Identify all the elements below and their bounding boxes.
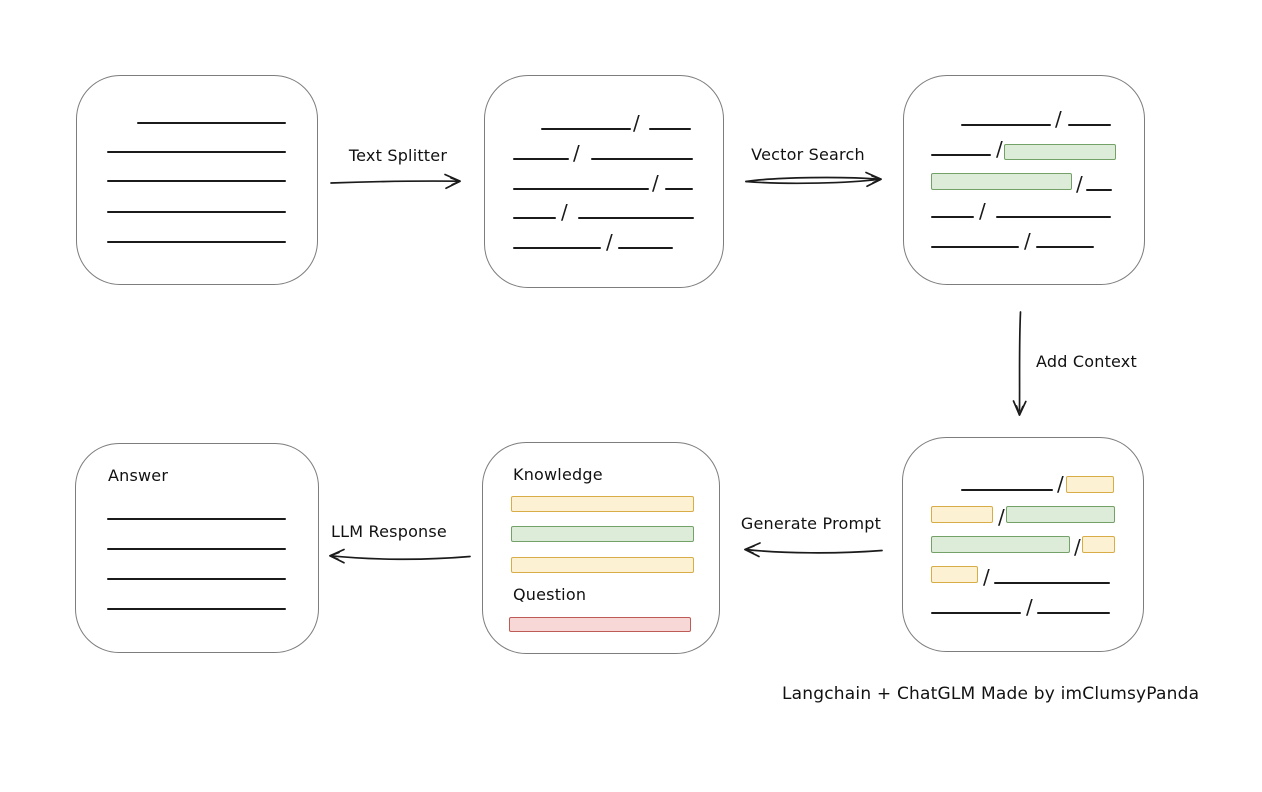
text-splitter-arrow — [328, 168, 468, 198]
add-context-label: Add Context — [1036, 352, 1137, 371]
llm-response-label: LLM Response — [331, 522, 447, 541]
slash-separator: / — [1076, 172, 1083, 196]
chunk-line — [1086, 189, 1112, 191]
chunk-line — [996, 216, 1111, 218]
text-line — [107, 241, 286, 243]
slash-separator: / — [633, 111, 640, 135]
chunk-line — [1037, 612, 1110, 614]
vector-search-arrow — [742, 166, 888, 196]
vector-matched-node: / / / / / — [903, 75, 1145, 285]
answer-node: Answer — [75, 443, 319, 653]
chunk-line — [1068, 124, 1111, 126]
chunk-line — [513, 217, 556, 219]
chunk-line — [513, 158, 569, 160]
vector-search-label: Vector Search — [751, 145, 865, 164]
llm-response-arrow — [323, 544, 473, 574]
document-node — [76, 75, 318, 285]
knowledge-bar-yellow — [511, 496, 694, 512]
text-line — [107, 578, 286, 580]
chunk-line — [649, 128, 691, 130]
slash-separator: / — [983, 565, 990, 589]
context-chunk-yellow — [1066, 476, 1114, 493]
chunk-line — [931, 246, 1019, 248]
slash-separator: / — [1026, 595, 1033, 619]
question-bar-red — [509, 617, 691, 632]
slash-separator: / — [573, 141, 580, 165]
text-line — [137, 122, 286, 124]
text-line — [107, 211, 286, 213]
text-line — [107, 180, 286, 182]
context-node: / / / / / — [902, 437, 1144, 652]
matched-chunk-green — [1004, 144, 1116, 160]
prompt-node: Knowledge Question — [482, 442, 720, 654]
slash-separator: / — [561, 200, 568, 224]
chunk-line — [513, 247, 601, 249]
chunk-line — [591, 158, 693, 160]
chunk-line — [931, 612, 1021, 614]
slash-separator: / — [979, 199, 986, 223]
slash-separator: / — [998, 505, 1005, 529]
text-line — [107, 151, 286, 153]
slash-separator: / — [1055, 107, 1062, 131]
knowledge-bar-green — [511, 526, 694, 542]
chunks-node: / / / / / — [484, 75, 724, 288]
question-title: Question — [513, 585, 587, 604]
slash-separator: / — [1074, 535, 1081, 559]
answer-title: Answer — [108, 466, 169, 485]
chunk-line — [665, 188, 693, 190]
knowledge-title: Knowledge — [513, 465, 603, 484]
slash-separator: / — [652, 171, 659, 195]
chunk-line — [961, 124, 1051, 126]
slash-separator: / — [1057, 472, 1064, 496]
generate-prompt-label: Generate Prompt — [740, 514, 882, 533]
context-chunk-yellow — [931, 566, 978, 583]
add-context-arrow — [1006, 310, 1034, 426]
knowledge-bar-yellow — [511, 557, 694, 573]
text-line — [107, 548, 286, 550]
chunk-line — [578, 217, 694, 219]
chunk-line — [1036, 246, 1094, 248]
context-chunk-yellow — [931, 506, 993, 523]
text-line — [107, 608, 286, 610]
diagram-caption: Langchain + ChatGLM Made by imClumsyPand… — [782, 684, 1200, 704]
generate-prompt-arrow — [737, 537, 885, 567]
chunk-line — [618, 247, 673, 249]
text-splitter-label: Text Splitter — [348, 146, 448, 165]
slash-separator: / — [1024, 229, 1031, 253]
matched-chunk-green — [931, 536, 1070, 553]
chunk-line — [931, 154, 991, 156]
matched-chunk-green — [1006, 506, 1115, 523]
chunk-line — [931, 216, 974, 218]
chunk-line — [513, 188, 649, 190]
matched-chunk-green — [931, 173, 1072, 190]
slash-separator: / — [606, 230, 613, 254]
chunk-line — [541, 128, 631, 130]
slash-separator: / — [996, 137, 1003, 161]
text-line — [107, 518, 286, 520]
chunk-line — [994, 582, 1110, 584]
context-chunk-yellow — [1082, 536, 1115, 553]
chunk-line — [961, 489, 1053, 491]
